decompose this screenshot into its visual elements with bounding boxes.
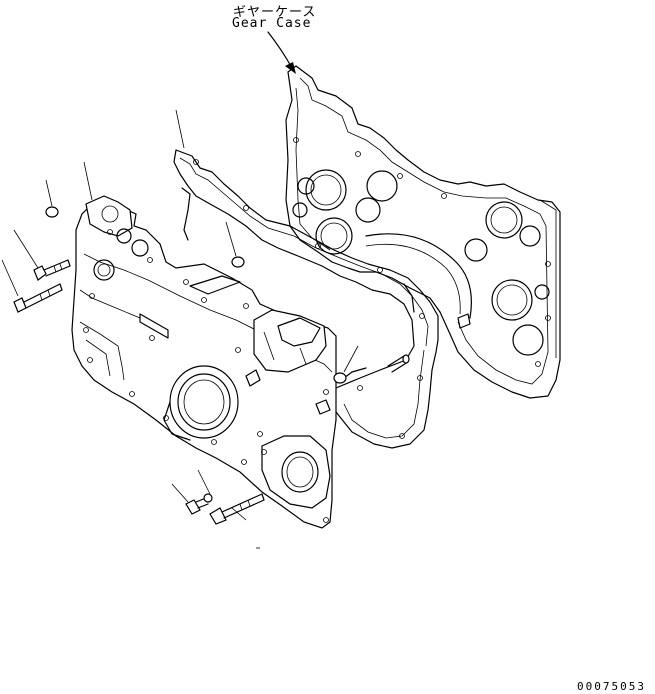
leader-lines: [1, 109, 359, 549]
plug: [231, 256, 245, 268]
front-gasket: [173, 149, 439, 449]
gear-case-label-japanese: ギヤーケース: [233, 5, 317, 20]
bolt: [13, 283, 63, 313]
gear-case-arrow: [267, 31, 296, 74]
plug: [45, 206, 59, 218]
bolt: [33, 259, 71, 281]
plug: [333, 372, 347, 384]
bolt: [185, 493, 213, 515]
front-cover: [71, 195, 337, 529]
drawing-number: 00075053: [577, 680, 646, 693]
dowel-pin: [343, 313, 471, 379]
bolt: [209, 493, 265, 525]
gear-case: [285, 65, 561, 399]
gear-case-label: Gear Case: [232, 16, 312, 31]
